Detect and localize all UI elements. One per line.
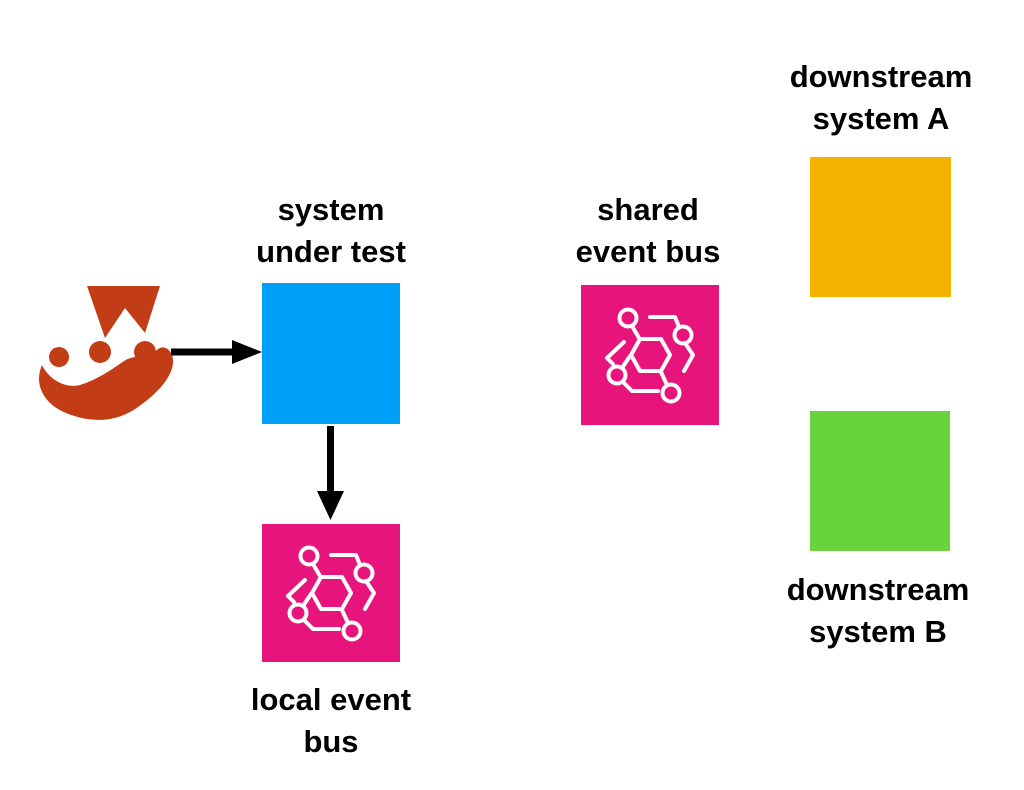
downstream-system-a-label: downstream system A — [743, 56, 1019, 140]
downstream-system-a-box — [810, 157, 951, 297]
label-line: bus — [303, 724, 359, 759]
downstream-system-b-label: downstream system B — [740, 569, 1016, 653]
label-line: system B — [809, 614, 947, 649]
shared-event-bus-box — [581, 285, 719, 425]
label-line: local event — [250, 682, 412, 717]
label-line: event bus — [575, 234, 721, 269]
connector-arrow-jest-to-system-under-test — [171, 340, 262, 364]
connector-arrow-system-under-test-to-local-event-bus — [317, 426, 344, 520]
downstream-system-b-box — [810, 411, 950, 551]
label-line: under test — [256, 234, 406, 269]
label-line: shared — [597, 192, 699, 227]
jest-logo-icon — [39, 286, 174, 420]
event-bus-icon — [605, 307, 695, 404]
event-bus-icon — [286, 545, 376, 642]
system-under-test-label: system under test — [201, 189, 461, 273]
label-line: system — [277, 192, 385, 227]
system-under-test-box — [262, 283, 400, 424]
label-line: system A — [812, 101, 950, 136]
shared-event-bus-label: shared event bus — [518, 189, 778, 273]
label-line: downstream — [789, 59, 973, 94]
label-line: downstream — [786, 572, 970, 607]
local-event-bus-label: local event bus — [201, 679, 461, 763]
local-event-bus-box — [262, 524, 400, 662]
